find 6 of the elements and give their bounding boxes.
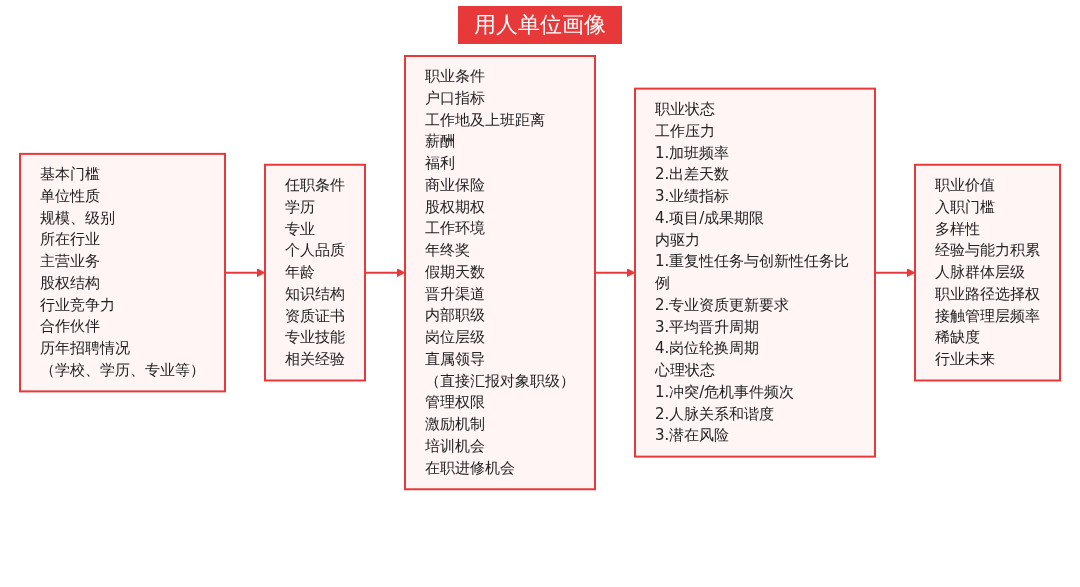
node-box: 职业价值 入职门槛 多样性 经验与能力积累 人脉群体层级 职业路径选择权 接触管理层频率 稀缺度 行业未来 <box>914 163 1061 382</box>
node-box: 基本门槛 单位性质 规模、级别 所在行业 主营业务 股权结构 行业竞争力 合作伙伴 历年招聘情况 （学校、学历、专业等） <box>19 152 226 393</box>
node-box: 任职条件 学历 专业 个人品质 年龄 知识结构 资质证书 专业技能 相关经验 <box>264 163 366 382</box>
node-box: 职业条件 户口指标 工作地及上班距离 薪酬 福利 商业保险 股权期权 工作环境 年终奖 假期天数 晋升渠道 内部职级 岗位层级 直属领导 （直接汇报对象职级） 管理权限 激励机制 培训机会 在职进修机会 <box>404 55 596 491</box>
title-banner: 用人单位画像 <box>458 6 622 44</box>
node-box: 职业状态 工作压力 1.加班频率 2.出差天数 3.业绩指标 4.项目/成果期限 内驱力 1.重复性任务与创新性任务比例 2.专业资质更新要求 3.平均晋升周期 4.岗位轮换周期 心理状态 1.冲突/危机事件频次 2.人脉关系和谐度 3.潜在风险 <box>634 87 876 458</box>
